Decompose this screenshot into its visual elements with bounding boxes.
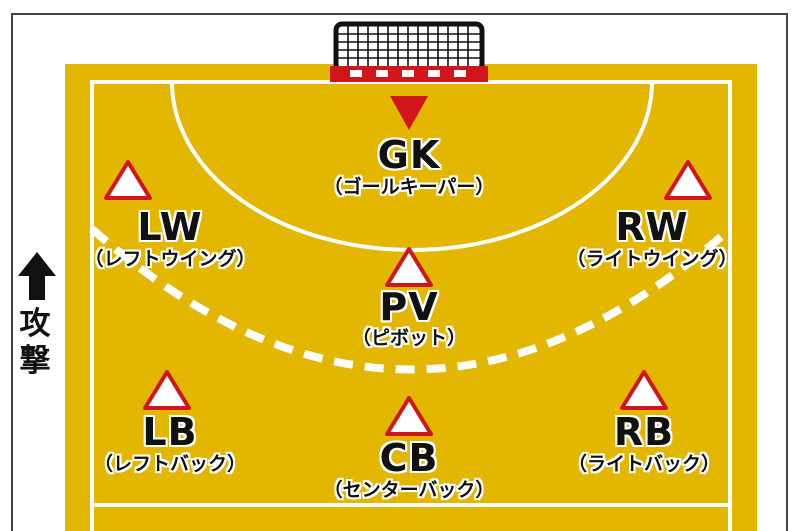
position-code-cb: CB xyxy=(379,436,439,480)
marker-rw xyxy=(664,160,712,200)
marker-rb xyxy=(620,370,668,410)
position-name-rw: （ライトウイング） xyxy=(566,248,738,270)
position-code-lb: LB xyxy=(142,410,198,454)
marker-lb xyxy=(143,370,191,410)
position-name-lw: （レフトウイング） xyxy=(84,248,256,270)
attack-label-line2: 撃 xyxy=(19,343,51,379)
arrow-up-icon xyxy=(18,252,56,300)
marker-lw xyxy=(104,160,152,200)
position-name-pv: （ピボット） xyxy=(351,327,467,349)
position-code-gk: GK xyxy=(377,133,441,177)
position-name-lb: （レフトバック） xyxy=(93,453,247,475)
position-code-pv: PV xyxy=(379,285,439,329)
free-throw-line xyxy=(89,225,733,374)
position-name-rb: （ライトバック） xyxy=(567,453,721,475)
position-name-cb: （センターバック） xyxy=(323,479,495,501)
diagram-frame xyxy=(11,13,788,531)
position-code-rw: RW xyxy=(615,205,689,249)
goal-area-line xyxy=(170,81,654,252)
marker-pv xyxy=(385,247,433,287)
attack-label-line1: 攻 xyxy=(19,306,51,342)
position-code-rb: RB xyxy=(613,410,675,454)
marker-gk xyxy=(390,96,428,130)
position-code-lw: LW xyxy=(137,205,203,249)
position-name-gk: （ゴールキーパー） xyxy=(323,176,495,198)
marker-cb xyxy=(385,396,433,436)
goal xyxy=(330,21,488,82)
